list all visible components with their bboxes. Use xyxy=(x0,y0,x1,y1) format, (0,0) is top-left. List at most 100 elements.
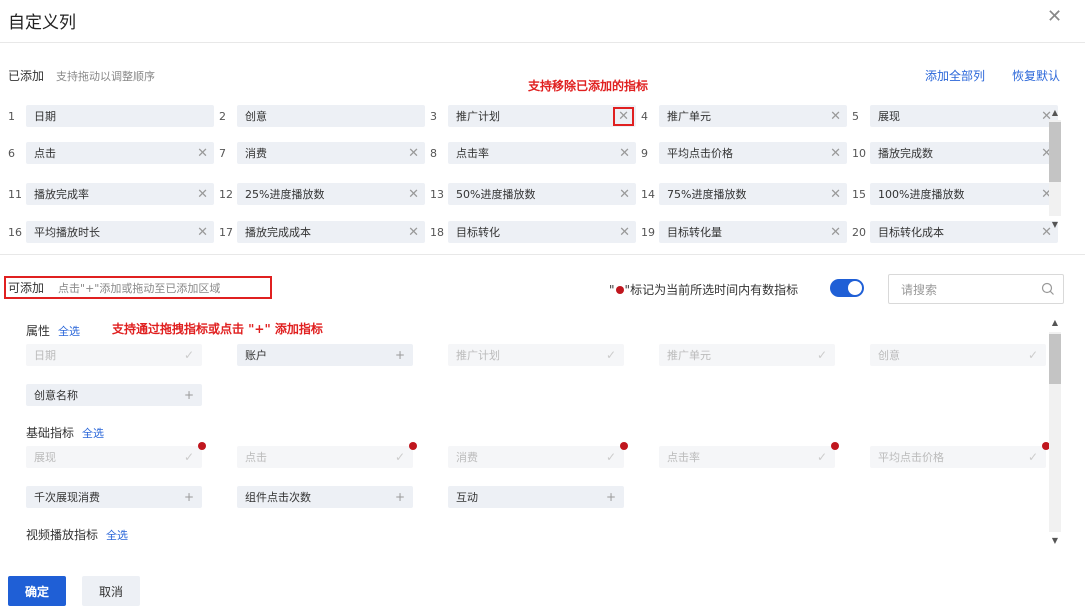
plus-icon[interactable]: + xyxy=(394,490,405,504)
remove-icon[interactable]: ✕ xyxy=(1041,145,1052,161)
select-all-link[interactable]: 全选 xyxy=(106,528,129,542)
added-column-chip[interactable]: 目标转化量✕ xyxy=(659,221,847,243)
has-data-dot-icon xyxy=(409,442,417,450)
added-column-chip[interactable]: 消费✕ xyxy=(237,142,425,164)
remove-icon[interactable]: ✕ xyxy=(830,108,841,124)
close-icon[interactable]: ✕ xyxy=(1047,6,1063,27)
added-column-label: 播放完成成本 xyxy=(245,226,311,239)
added-title: 已添加 xyxy=(8,69,45,83)
scroll-up-arrow[interactable]: ▲ xyxy=(1051,108,1059,117)
added-column-chip[interactable]: 推广单元✕ xyxy=(659,105,847,127)
remove-icon[interactable]: ✕ xyxy=(830,186,841,202)
available-column-chip[interactable]: 点击率 ✓ xyxy=(659,446,835,468)
added-column-index: 10 xyxy=(852,147,866,160)
data-legend: " " 标记为当前所选时间内有数指标 xyxy=(609,282,799,298)
available-hint: 点击"+"添加或拖动至已添加区域 xyxy=(58,281,221,295)
added-column-label: 播放完成率 xyxy=(34,188,89,201)
search-input[interactable]: 请搜索 xyxy=(888,274,1064,304)
scroll-up-arrow[interactable]: ▲ xyxy=(1051,318,1059,327)
added-column-chip[interactable]: 日期 xyxy=(26,105,214,127)
available-column-chip[interactable]: 推广单元✓ xyxy=(659,344,835,366)
available-column-chip[interactable]: 创意名称 + xyxy=(26,384,202,406)
added-column-chip[interactable]: 100%进度播放数✕ xyxy=(870,183,1058,205)
data-filter-toggle[interactable] xyxy=(830,279,864,297)
available-column-chip[interactable]: 展现✓ xyxy=(26,446,202,468)
dialog-title: 自定义列 xyxy=(8,13,76,33)
plus-icon[interactable]: + xyxy=(394,348,405,362)
available-column-label: 推广单元 xyxy=(667,349,711,362)
select-all-link[interactable]: 全选 xyxy=(82,426,105,440)
added-column-index: 4 xyxy=(641,110,648,123)
added-column-chip[interactable]: 点击率✕ xyxy=(448,142,636,164)
available-columns-area: 属性全选日期✓账户+推广计划✓推广单元✓创意✓创意名称+基础指标全选展现✓点击✓… xyxy=(0,310,1050,560)
remove-icon[interactable]: ✕ xyxy=(197,145,208,161)
has-data-dot-icon xyxy=(1042,442,1050,450)
added-column-index: 16 xyxy=(8,226,22,239)
added-column-label: 50%进度播放数 xyxy=(456,188,536,201)
scroll-down-arrow[interactable]: ▼ xyxy=(1051,220,1059,229)
added-column-chip[interactable]: 25%进度播放数 ✕ xyxy=(237,183,425,205)
remove-icon[interactable]: ✕ xyxy=(1041,108,1052,124)
available-column-chip[interactable]: 账户+ xyxy=(237,344,413,366)
check-icon: ✓ xyxy=(605,348,616,362)
select-all-link[interactable]: 全选 xyxy=(58,324,81,338)
restore-default-link[interactable]: 恢复默认 xyxy=(1012,69,1061,83)
added-column-chip[interactable]: 播放完成成本 ✕ xyxy=(237,221,425,243)
remove-icon[interactable]: ✕ xyxy=(619,186,630,202)
available-column-chip[interactable]: 点击✓ xyxy=(237,446,413,468)
remove-icon[interactable]: ✕ xyxy=(619,145,630,161)
available-column-chip[interactable]: 平均点击价格✓ xyxy=(870,446,1046,468)
added-column-chip[interactable]: 点击✕ xyxy=(26,142,214,164)
added-column-index: 17 xyxy=(219,226,233,239)
added-column-chip[interactable]: 75%进度播放数✕ xyxy=(659,183,847,205)
available-column-chip[interactable]: 组件点击次数+ xyxy=(237,486,413,508)
added-column-chip[interactable]: 平均点击价格✕ xyxy=(659,142,847,164)
available-column-label: 点击率 xyxy=(667,451,700,464)
remove-icon[interactable]: ✕ xyxy=(408,224,419,240)
added-column-chip[interactable]: 目标转化成本✕ xyxy=(870,221,1058,243)
added-column-label: 25%进度播放数 xyxy=(245,188,325,201)
added-column-chip[interactable]: 平均播放时长✕ xyxy=(26,221,214,243)
check-icon: ✓ xyxy=(816,450,827,464)
remove-icon[interactable]: ✕ xyxy=(408,186,419,202)
group-title: 基础指标 xyxy=(26,426,75,440)
remove-icon[interactable]: ✕ xyxy=(197,224,208,240)
added-column-chip[interactable]: 创意 xyxy=(237,105,425,127)
added-column-chip[interactable]: 50%进度播放数 ✕ xyxy=(448,183,636,205)
available-scrollbar-thumb[interactable] xyxy=(1049,334,1061,384)
available-column-chip[interactable]: 千次展现消费+ xyxy=(26,486,202,508)
remove-icon[interactable]: ✕ xyxy=(613,106,634,126)
added-column-chip[interactable]: 播放完成率 ✕ xyxy=(26,183,214,205)
available-column-chip[interactable]: 日期✓ xyxy=(26,344,202,366)
available-column-chip[interactable]: 消费✓ xyxy=(448,446,624,468)
remove-icon[interactable]: ✕ xyxy=(408,145,419,161)
added-column-chip[interactable]: 播放完成数 ✕ xyxy=(870,142,1058,164)
added-column-label: 播放完成数 xyxy=(878,147,933,160)
remove-icon[interactable]: ✕ xyxy=(830,224,841,240)
add-all-columns-link[interactable]: 添加全部列 xyxy=(925,69,986,83)
available-column-chip[interactable]: 互动+ xyxy=(448,486,624,508)
remove-icon[interactable]: ✕ xyxy=(1041,224,1052,240)
remove-icon[interactable]: ✕ xyxy=(830,145,841,161)
available-column-label: 推广计划 xyxy=(456,349,500,362)
confirm-button[interactable]: 确定 xyxy=(8,576,66,606)
added-column-chip[interactable]: 展现✕ xyxy=(870,105,1058,127)
remove-icon[interactable]: ✕ xyxy=(197,186,208,202)
available-column-label: 创意名称 xyxy=(34,389,78,402)
remove-icon[interactable]: ✕ xyxy=(619,224,630,240)
added-column-index: 13 xyxy=(430,188,444,201)
available-column-chip[interactable]: 创意✓ xyxy=(870,344,1046,366)
added-column-chip[interactable]: 目标转化✕ xyxy=(448,221,636,243)
added-column-chip[interactable]: 推广计划✕ xyxy=(448,105,636,127)
cancel-button[interactable]: 取消 xyxy=(82,576,140,606)
added-scrollbar-thumb[interactable] xyxy=(1049,122,1061,182)
plus-icon[interactable]: + xyxy=(605,490,616,504)
available-column-chip[interactable]: 推广计划 ✓ xyxy=(448,344,624,366)
plus-icon[interactable]: + xyxy=(183,490,194,504)
scroll-down-arrow[interactable]: ▼ xyxy=(1051,536,1059,545)
added-column-index: 12 xyxy=(219,188,233,201)
added-column-index: 20 xyxy=(852,226,866,239)
plus-icon[interactable]: + xyxy=(183,388,194,402)
remove-icon[interactable]: ✕ xyxy=(1041,186,1052,202)
